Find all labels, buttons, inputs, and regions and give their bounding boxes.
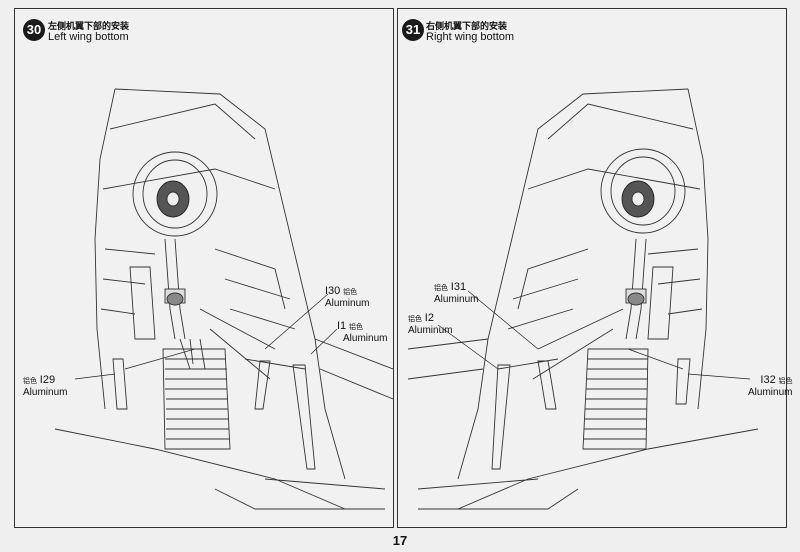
part-material-en: Aluminum	[23, 387, 68, 398]
part-code: I32	[760, 374, 776, 386]
step-30-panel: 30 左侧机翼下部的安装 Left wing bottom	[14, 8, 394, 528]
step-title-cn: 右侧机翼下部的安装	[426, 22, 508, 32]
step-title-cn: 左侧机翼下部的安装	[48, 22, 130, 32]
part-material-cn: 铝色	[23, 377, 37, 385]
part-material-en: Aluminum	[325, 298, 370, 309]
step-number-badge: 31	[402, 19, 424, 41]
part-material-cn: 铝色	[434, 284, 448, 292]
step-title-en: Left wing bottom	[48, 31, 129, 43]
step-number-badge: 30	[23, 19, 45, 41]
part-label-i29: 铝色 I29 Aluminum	[23, 374, 68, 399]
part-material-cn: 铝色	[778, 377, 793, 385]
part-label-i2: 铝色 I2 Aluminum	[408, 312, 453, 337]
part-code: I2	[424, 312, 434, 324]
part-material-en: Aluminum	[748, 387, 793, 398]
part-code: I30	[325, 285, 341, 297]
step-31-panel: 31 右侧机翼下部的安装 Right wing bottom	[397, 8, 792, 528]
part-code: I31	[450, 281, 467, 293]
part-label-i1: I1 铝色 Aluminum	[337, 320, 388, 345]
step-title-en: Right wing bottom	[426, 31, 515, 43]
part-material-cn: 铝色	[408, 315, 422, 323]
part-code: I1	[337, 320, 347, 332]
part-material-cn: 铝色	[343, 288, 358, 296]
right-wing-drawing	[407, 88, 759, 510]
part-label-i30: I30 铝色 Aluminum	[325, 285, 370, 310]
page-number: 17	[392, 533, 408, 548]
part-material-cn: 铝色	[348, 323, 363, 331]
part-material-en: Aluminum	[408, 325, 453, 336]
left-wing-drawing	[54, 88, 393, 510]
part-label-i31: 铝色 I31 Aluminum	[434, 281, 479, 306]
part-material-en: Aluminum	[343, 333, 388, 344]
part-material-en: Aluminum	[434, 294, 479, 305]
part-code: I29	[39, 374, 56, 386]
part-label-i32: I32 铝色 Aluminum	[748, 374, 793, 399]
